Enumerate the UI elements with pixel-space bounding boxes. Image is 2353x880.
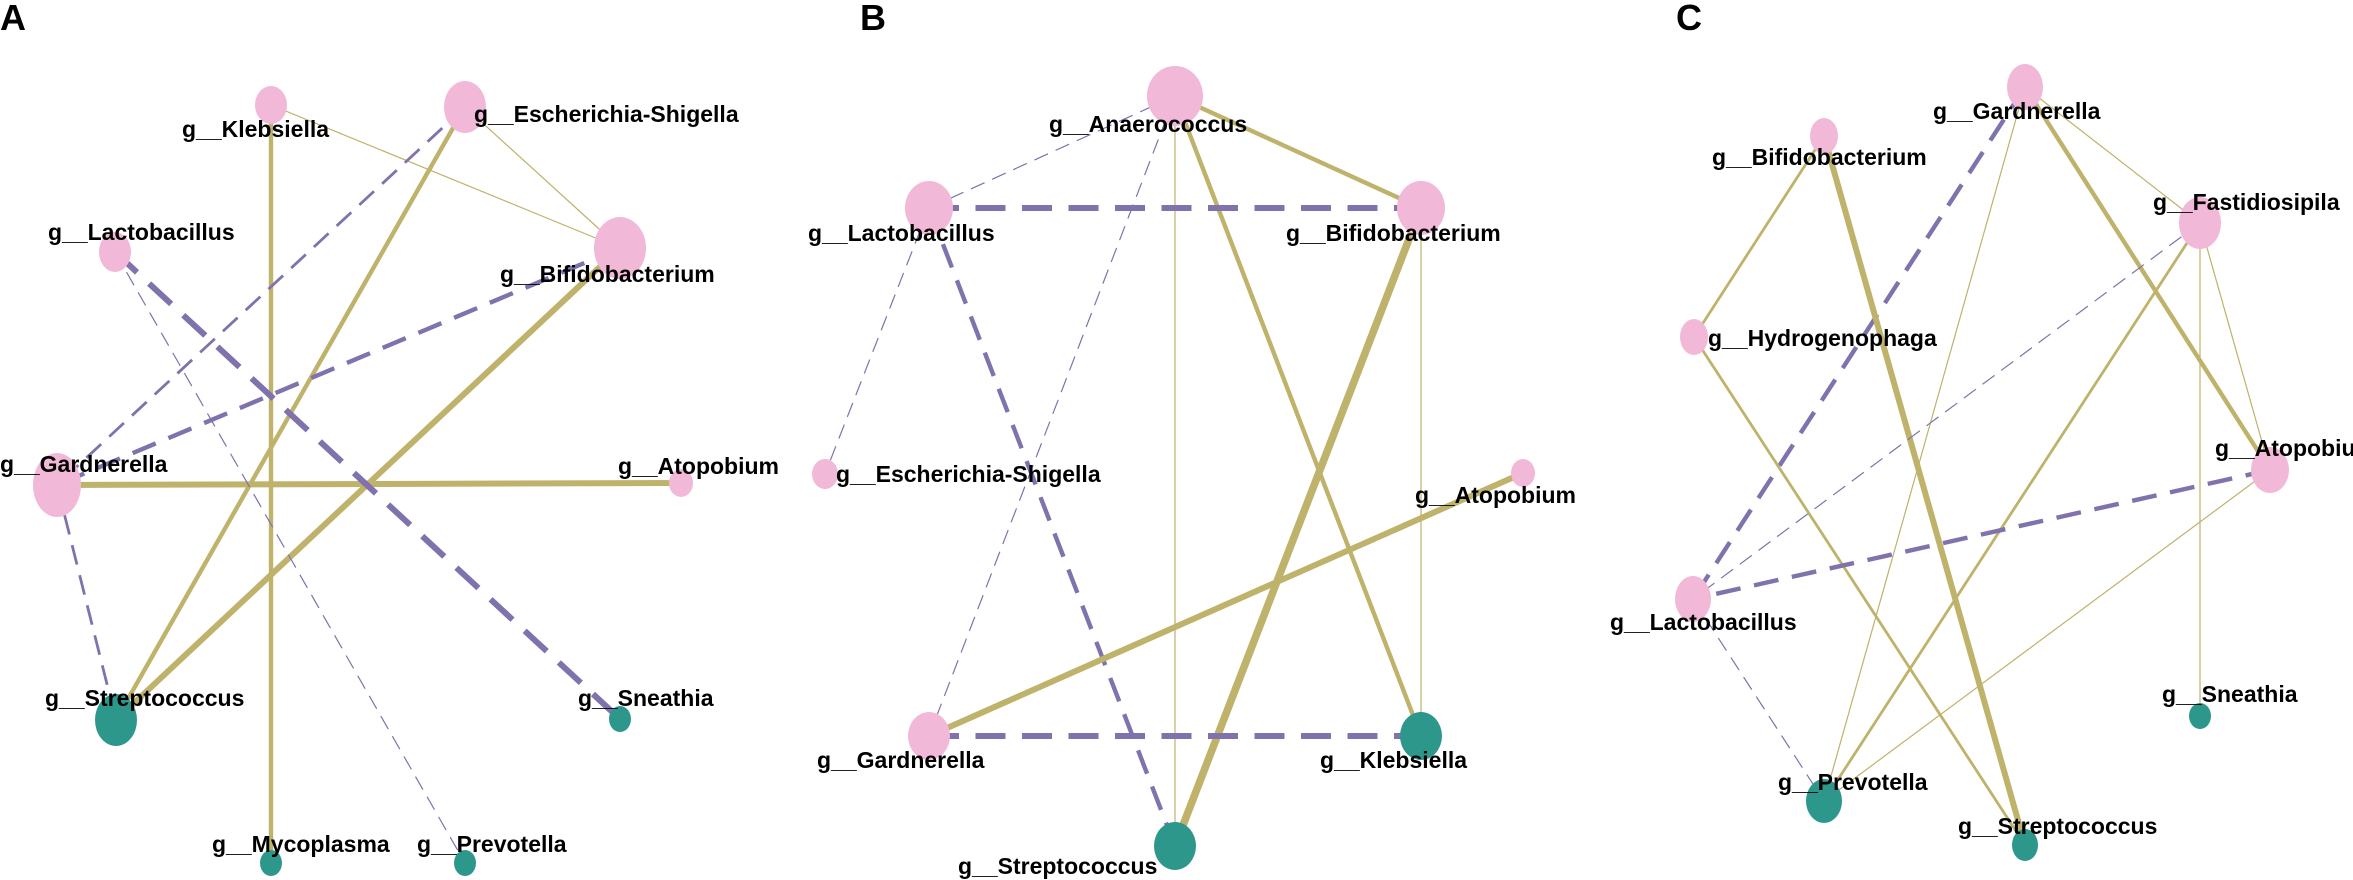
node-a-lactobacillus	[99, 232, 131, 272]
node-b-streptococcus	[1154, 822, 1196, 870]
edge-a-escherichia-bifidobacterium	[464, 106, 621, 249]
node-a-gardnerella	[33, 453, 81, 517]
edge-c-gardnerella-prevotella	[1823, 86, 2026, 802]
node-label-b-anaerococcus: g__Anaerococcus	[1049, 111, 1247, 137]
node-c-lactobacillus	[1675, 576, 1711, 622]
node-label-a-bifidobacterium: g__Bifidobacterium	[500, 261, 715, 287]
node-a-sneathia	[609, 706, 631, 732]
node-label-b-lactobacillus: g__Lactobacillus	[808, 220, 995, 246]
panel-a-edges	[55, 104, 682, 864]
edge-c-fastidiosipila-lactobacillus	[1692, 222, 2201, 600]
panel-c-edges	[1691, 85, 2272, 846]
node-label-a-mycoplasma: g__Mycoplasma	[212, 831, 390, 857]
node-b-klebsiella	[1400, 712, 1442, 760]
panel-b-edges	[824, 93, 1525, 848]
edge-c-lactobacillus-prevotella	[1692, 598, 1825, 802]
node-label-b-bifidobacterium: g__Bifidobacterium	[1286, 220, 1501, 246]
edge-b-atopobium-gardnerella	[927, 470, 1525, 739]
node-b-anaerococcus	[1147, 66, 1203, 126]
edge-c-bifidobacterium-streptococcus	[1821, 135, 2028, 846]
node-c-sneathia	[2189, 703, 2211, 729]
node-label-c-prevotella: g__Prevotella	[1778, 769, 1928, 795]
edge-a-bifidobacterium-gardnerella	[56, 245, 621, 488]
node-label-c-lactobacillus: g__Lactobacillus	[1610, 609, 1797, 635]
node-label-c-bifidobacterium: g__Bifidobacterium	[1712, 144, 1927, 170]
panel-b-letter: B	[860, 0, 886, 38]
node-a-prevotella	[454, 850, 476, 876]
edge-a-gardnerella-streptococcus	[55, 484, 118, 721]
node-c-hydrogenophaga	[1680, 319, 1708, 355]
node-b-lactobacillus	[905, 181, 953, 235]
edge-a-lactobacillus-sneathia	[112, 249, 623, 722]
panel-b: g__Anaerococcus g__Lactobacillus g__Bifido…	[808, 0, 1576, 879]
panel-c-letter: C	[1676, 0, 1702, 38]
node-label-a-klebsiella: g__Klebsiella	[182, 116, 329, 142]
node-b-escherichia	[812, 459, 838, 489]
node-b-gardnerella	[908, 712, 950, 760]
node-b-bifidobacterium	[1397, 181, 1445, 235]
node-label-b-gardnerella: g__Gardnerella	[817, 747, 985, 773]
node-label-c-streptococcus: g__Streptococcus	[1958, 813, 2157, 839]
node-label-c-fastidiosipila: g__Fastidiosipila	[2153, 189, 2340, 215]
edge-c-gardnerella-fastidiosipila	[2024, 86, 2201, 224]
node-c-streptococcus	[2012, 829, 2038, 861]
edge-a-klebsiella-bifidobacterium	[270, 104, 621, 249]
node-label-b-streptococcus: g__Streptococcus	[958, 853, 1157, 879]
edge-b-anaerococcus-gardnerella	[928, 95, 1176, 737]
edge-b-anaerococcus-bifidobacterium	[1174, 93, 1422, 211]
node-label-a-gardnerella: g__Gardnerella	[0, 451, 168, 477]
edge-c-gardnerella-atopobium	[2023, 85, 2272, 472]
node-a-atopobium	[669, 469, 693, 497]
node-a-escherichia	[444, 81, 486, 133]
edge-a-lactobacillus-prevotella	[114, 251, 466, 864]
edge-c-atopobium-lactobacillus	[1692, 467, 2271, 602]
edge-c-fastidiosipila-atopobium	[2199, 222, 2271, 471]
edge-c-bifidobacterium-hydrogenophaga	[1692, 135, 1826, 338]
edge-c-fastidiosipila-prevotella	[1822, 222, 2202, 802]
node-c-fastidiosipila	[2179, 197, 2221, 249]
node-label-b-escherichia: g__Escherichia-Shigella	[836, 461, 1101, 487]
node-a-klebsiella	[255, 86, 287, 124]
edge-c-gardnerella-lactobacillus	[1691, 85, 2027, 601]
node-label-c-gardnerella: g__Gardnerella	[1933, 98, 2101, 124]
node-c-bifidobacterium	[1810, 118, 1838, 154]
node-c-prevotella	[1806, 779, 1842, 823]
node-c-gardnerella	[2007, 64, 2043, 110]
node-label-a-sneathia: g__Sneathia	[578, 685, 714, 711]
node-label-a-atopobium: g__Atopobium	[618, 453, 779, 479]
edge-b-lactobacillus-escherichia	[824, 207, 930, 475]
panel-b-nodes: g__Anaerococcus g__Lactobacillus g__Bifido…	[808, 66, 1576, 879]
node-label-a-streptococcus: g__Streptococcus	[45, 685, 244, 711]
edge-b-bifidobacterium-streptococcus	[1171, 206, 1425, 848]
edge-c-atopobium-prevotella	[1823, 469, 2271, 802]
node-a-streptococcus	[95, 694, 137, 746]
node-label-c-atopobium: g__Atopobium	[2215, 435, 2353, 461]
node-label-b-atopobium: g__Atopobium	[1415, 482, 1576, 508]
node-label-c-sneathia: g__Sneathia	[2162, 681, 2298, 707]
panel-a-nodes: g__Klebsiella g__Escherichia-Shigella g__L…	[0, 81, 779, 876]
edge-b-anaerococcus-klebsiella	[1172, 95, 1424, 737]
node-label-a-prevotella: g__Prevotella	[417, 831, 567, 857]
edge-a-escherichia-gardnerella	[56, 105, 466, 487]
panel-a-letter: A	[0, 0, 26, 38]
node-label-a-lactobacillus: g__Lactobacillus	[48, 219, 235, 245]
panel-a: g__Klebsiella g__Escherichia-Shigella g__L…	[0, 0, 779, 876]
node-c-atopobium	[2251, 447, 2289, 493]
node-label-b-klebsiella: g__Klebsiella	[1320, 747, 1467, 773]
node-a-mycoplasma	[260, 850, 282, 876]
node-label-a-escherichia: g__Escherichia-Shigella	[474, 101, 739, 127]
edge-c-hydrogenophaga-streptococcus	[1692, 336, 2027, 846]
node-label-c-hydrogenophaga: g__Hydrogenophaga	[1708, 325, 1937, 351]
node-b-atopobium	[1511, 459, 1535, 487]
node-a-bifidobacterium	[594, 217, 646, 279]
